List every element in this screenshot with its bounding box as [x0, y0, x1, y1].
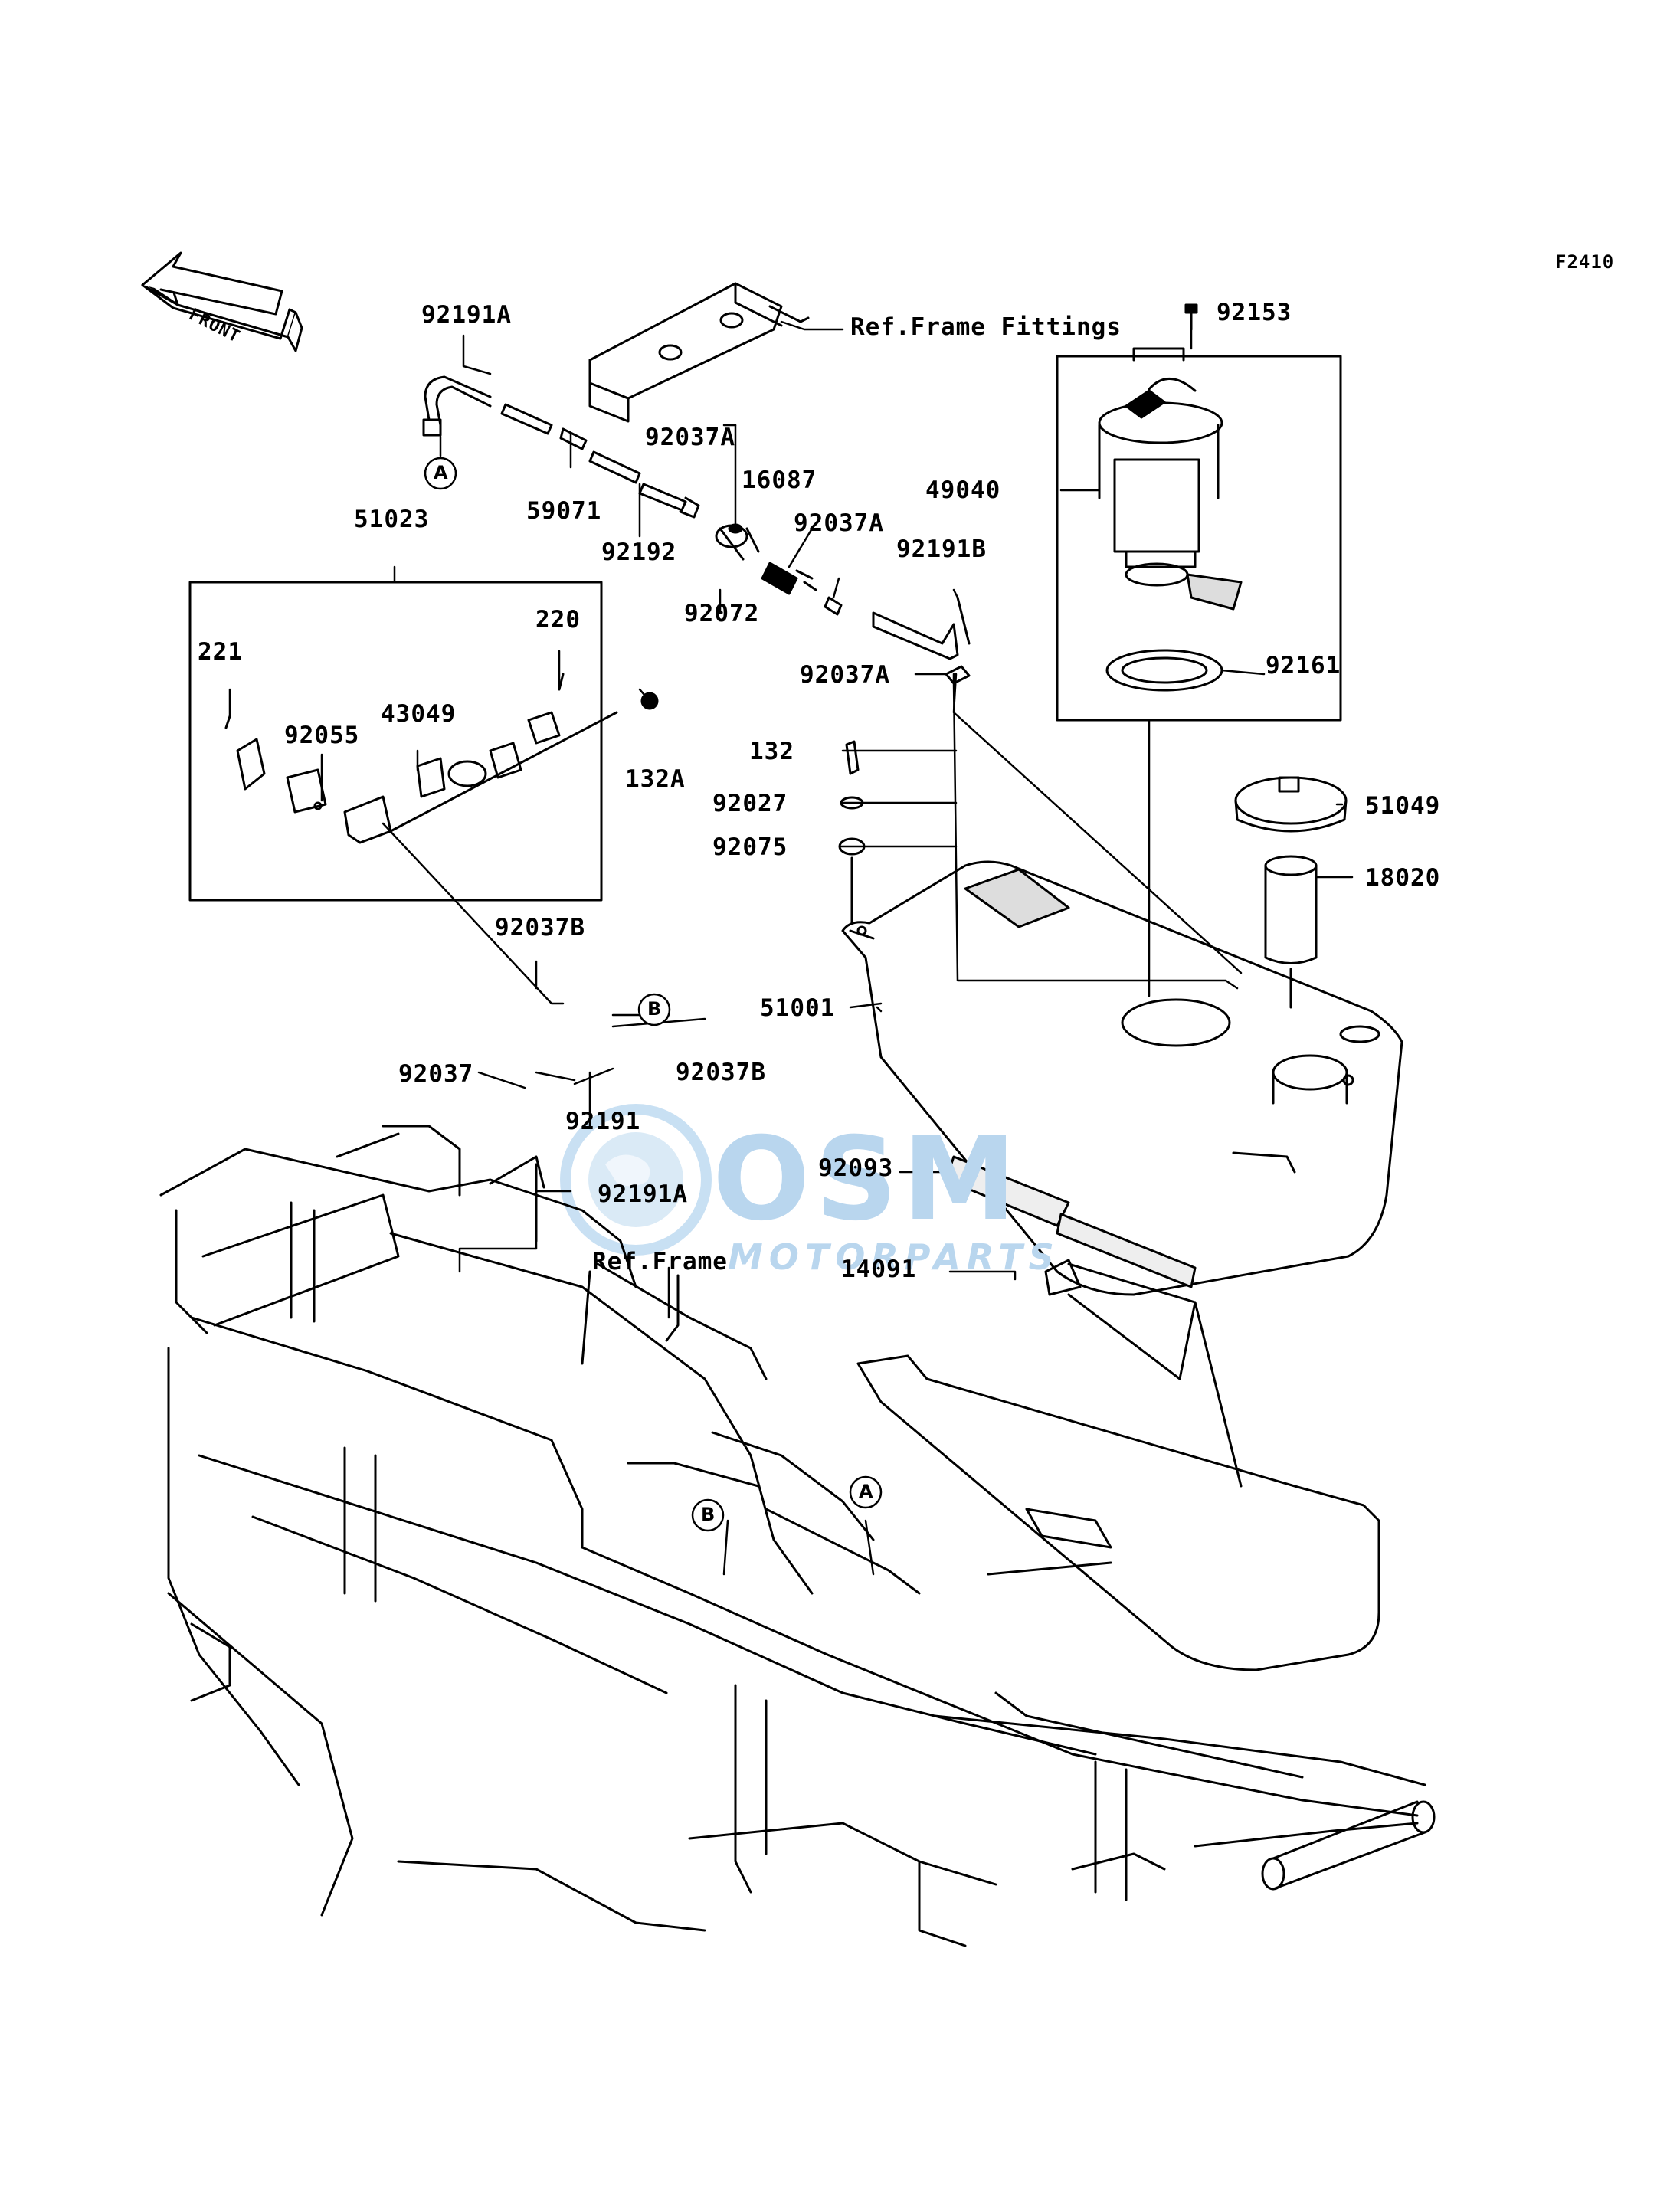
fuel-cock-assembly-drawing	[188, 581, 659, 902]
part-label-18020: 18020	[1365, 864, 1441, 892]
watermark-subtitle: MOTORPARTS	[728, 1236, 1060, 1278]
part-label-59071: 59071	[526, 497, 602, 525]
tank-cover-drawing	[856, 1259, 1380, 1671]
part-label-92037A-lower: 92037A	[800, 661, 890, 689]
callout-b-top: B	[647, 998, 663, 1020]
tank-pad-drawing	[945, 1155, 1197, 1288]
filter-assembly	[715, 523, 971, 685]
part-label-92191A-top: 92191A	[421, 301, 512, 329]
part-label-92072: 92072	[684, 600, 760, 627]
watermark-logo: OSM	[712, 1113, 1021, 1246]
callout-b-frame: B	[701, 1504, 716, 1525]
frame-fittings-bracket-drawing	[588, 282, 810, 423]
diagram-code: F2410	[1555, 251, 1615, 273]
part-label-92191B: 92191B	[896, 535, 987, 563]
part-label-14091: 14091	[841, 1256, 917, 1283]
part-label-92093: 92093	[818, 1154, 894, 1182]
part-label-220: 220	[535, 606, 581, 634]
part-label-92161: 92161	[1266, 652, 1341, 679]
part-label-92037A-upper: 92037A	[645, 424, 735, 451]
ref-frame-fittings-label: Ref.Frame Fittings	[850, 313, 1122, 341]
screw-92153	[1184, 303, 1198, 331]
part-label-92153: 92153	[1217, 299, 1292, 326]
part-label-92037A-mid: 92037A	[794, 509, 884, 537]
part-label-51001: 51001	[760, 994, 836, 1022]
leader-lines	[228, 320, 1354, 1576]
watermark-globe	[560, 1104, 712, 1256]
part-label-92037B-lower: 92037B	[676, 1059, 766, 1086]
fuel-cap-drawing	[1234, 776, 1348, 1009]
part-label-132A: 132A	[625, 765, 686, 793]
fuel-pump-module-drawing	[1056, 347, 1342, 722]
part-label-92055: 92055	[284, 722, 360, 749]
callout-circles	[424, 457, 883, 1532]
part-label-51023: 51023	[354, 506, 430, 533]
part-label-92075: 92075	[712, 833, 788, 861]
part-label-221: 221	[198, 638, 243, 666]
fuel-tank-drawing	[841, 860, 1403, 1296]
part-label-43049: 43049	[381, 700, 457, 728]
callout-a-top: A	[434, 462, 449, 483]
hose-assembly-top	[422, 375, 700, 519]
part-label-92037: 92037	[398, 1060, 474, 1088]
small-parts-column	[838, 740, 866, 928]
front-arrow	[141, 251, 303, 352]
part-label-132: 132	[749, 738, 794, 765]
part-label-92037B-upper: 92037B	[495, 914, 585, 941]
part-label-51049: 51049	[1365, 792, 1441, 820]
part-label-92027: 92027	[712, 790, 788, 817]
part-label-49040: 49040	[925, 476, 1001, 504]
ref-frame-label: Ref.Frame	[592, 1248, 728, 1275]
part-label-92191A-bottom: 92191A	[598, 1180, 688, 1208]
callout-a-frame: A	[859, 1481, 874, 1502]
part-label-16087: 16087	[742, 467, 817, 494]
part-label-92192: 92192	[601, 539, 677, 566]
part-label-92191: 92191	[565, 1108, 641, 1135]
